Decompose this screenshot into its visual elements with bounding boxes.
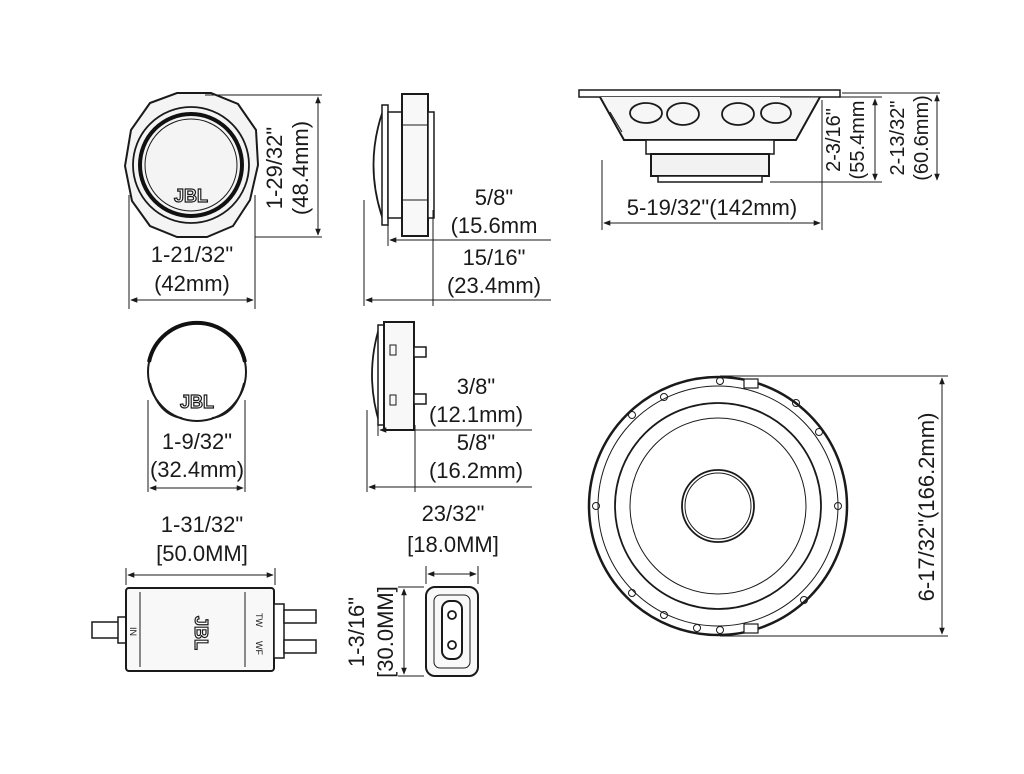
tweeter-flush-side-depth2-mm: (16.2mm) [429,458,523,483]
tweeter-side-depth2-inch: 15/16" [463,245,526,270]
tweeter-flush-side-view [371,321,427,431]
tweeter-flush-width-mm: (32.4mm) [150,457,244,482]
tweeter-front-height-mm: (48.4mm) [288,121,313,215]
tweeter-front-height-inch: 1-29/32" [262,127,287,209]
tweeter-front-width-inch: 1-21/32" [151,242,233,267]
crossover-length-mm: [50.0MM] [156,541,248,566]
crossover-height-dimension: 1-3/16" [30.0MM] [344,586,424,678]
crossover-label-tw: TW [254,613,264,627]
crossover-width-dimension: 23/32" [18.0MM] [407,501,499,584]
tweeter-side-depth2-mm: (23.4mm) [447,273,541,298]
woofer-side-view [578,89,841,183]
tweeter-flush-brand: JBL [180,392,214,412]
tweeter-flush-width-inch: 1-9/32" [162,429,232,454]
crossover-height-mm: [30.0MM] [373,586,398,678]
woofer-side-depth2-mm: (60.6mm) [911,95,933,181]
tweeter-side-view [372,93,435,237]
crossover-width-mm: [18.0MM] [407,532,499,557]
tweeter-front-brand: JBL [174,186,208,206]
woofer-front-diameter: 6-17/32"(166.2mm) [914,413,939,602]
crossover-brand: JBL [191,616,211,650]
tweeter-side-depth1-mm: (15.6mm [451,213,538,238]
tweeter-side-depth-dimensions: 5/8" (15.6mm 15/16" (23.4mm) [363,185,551,306]
tweeter-flush-side-dimensions: 3/8" (12.1mm) 5/8" (16.2mm) [366,374,532,492]
crossover-end-view [425,586,479,677]
tweeter-front-view: JBL [123,92,260,238]
tweeter-front-height-dimension: 1-29/32" (48.4mm) [205,94,322,238]
tweeter-flush-side-depth2-inch: 5/8" [457,430,495,455]
crossover-width-inch: 23/32" [422,501,485,526]
crossover-length-inch: 1-31/32" [161,512,243,537]
woofer-side-dimensions: 5-19/32"(142mm) 2-3/16" (55.4mm 2-13/32"… [601,92,940,230]
woofer-side-depth2-inch: 2-13/32" [887,101,909,176]
tweeter-front-width-dimension: 1-21/32" (42mm) [128,195,256,309]
woofer-front-view [587,375,849,637]
woofer-front-diameter-dimension: 6-17/32"(166.2mm) [720,375,948,637]
crossover-height-inch: 1-3/16" [344,597,369,667]
tweeter-flush-width-dimension: 1-9/32" (32.4mm) [147,400,246,492]
crossover-label-wf: WF [254,641,264,655]
woofer-side-depth1-inch: 2-3/16" [823,108,845,172]
tweeter-front-width-mm: (42mm) [154,271,230,296]
woofer-side-width-label: 5-19/32"(142mm) [627,195,797,220]
tweeter-side-depth1-inch: 5/8" [475,185,513,210]
tweeter-flush-side-depth1-inch: 3/8" [457,374,495,399]
crossover-label-in: IN [128,627,138,636]
crossover-length-dimension: 1-31/32" [50.0MM] [125,512,276,585]
tweeter-flush-front-view: JBL [147,320,247,422]
crossover-top-view: JBL IN TW WF [91,587,317,672]
tweeter-flush-side-depth1-mm: (12.1mm) [429,402,523,427]
woofer-side-depth1-mm: (55.4mm [847,101,869,180]
